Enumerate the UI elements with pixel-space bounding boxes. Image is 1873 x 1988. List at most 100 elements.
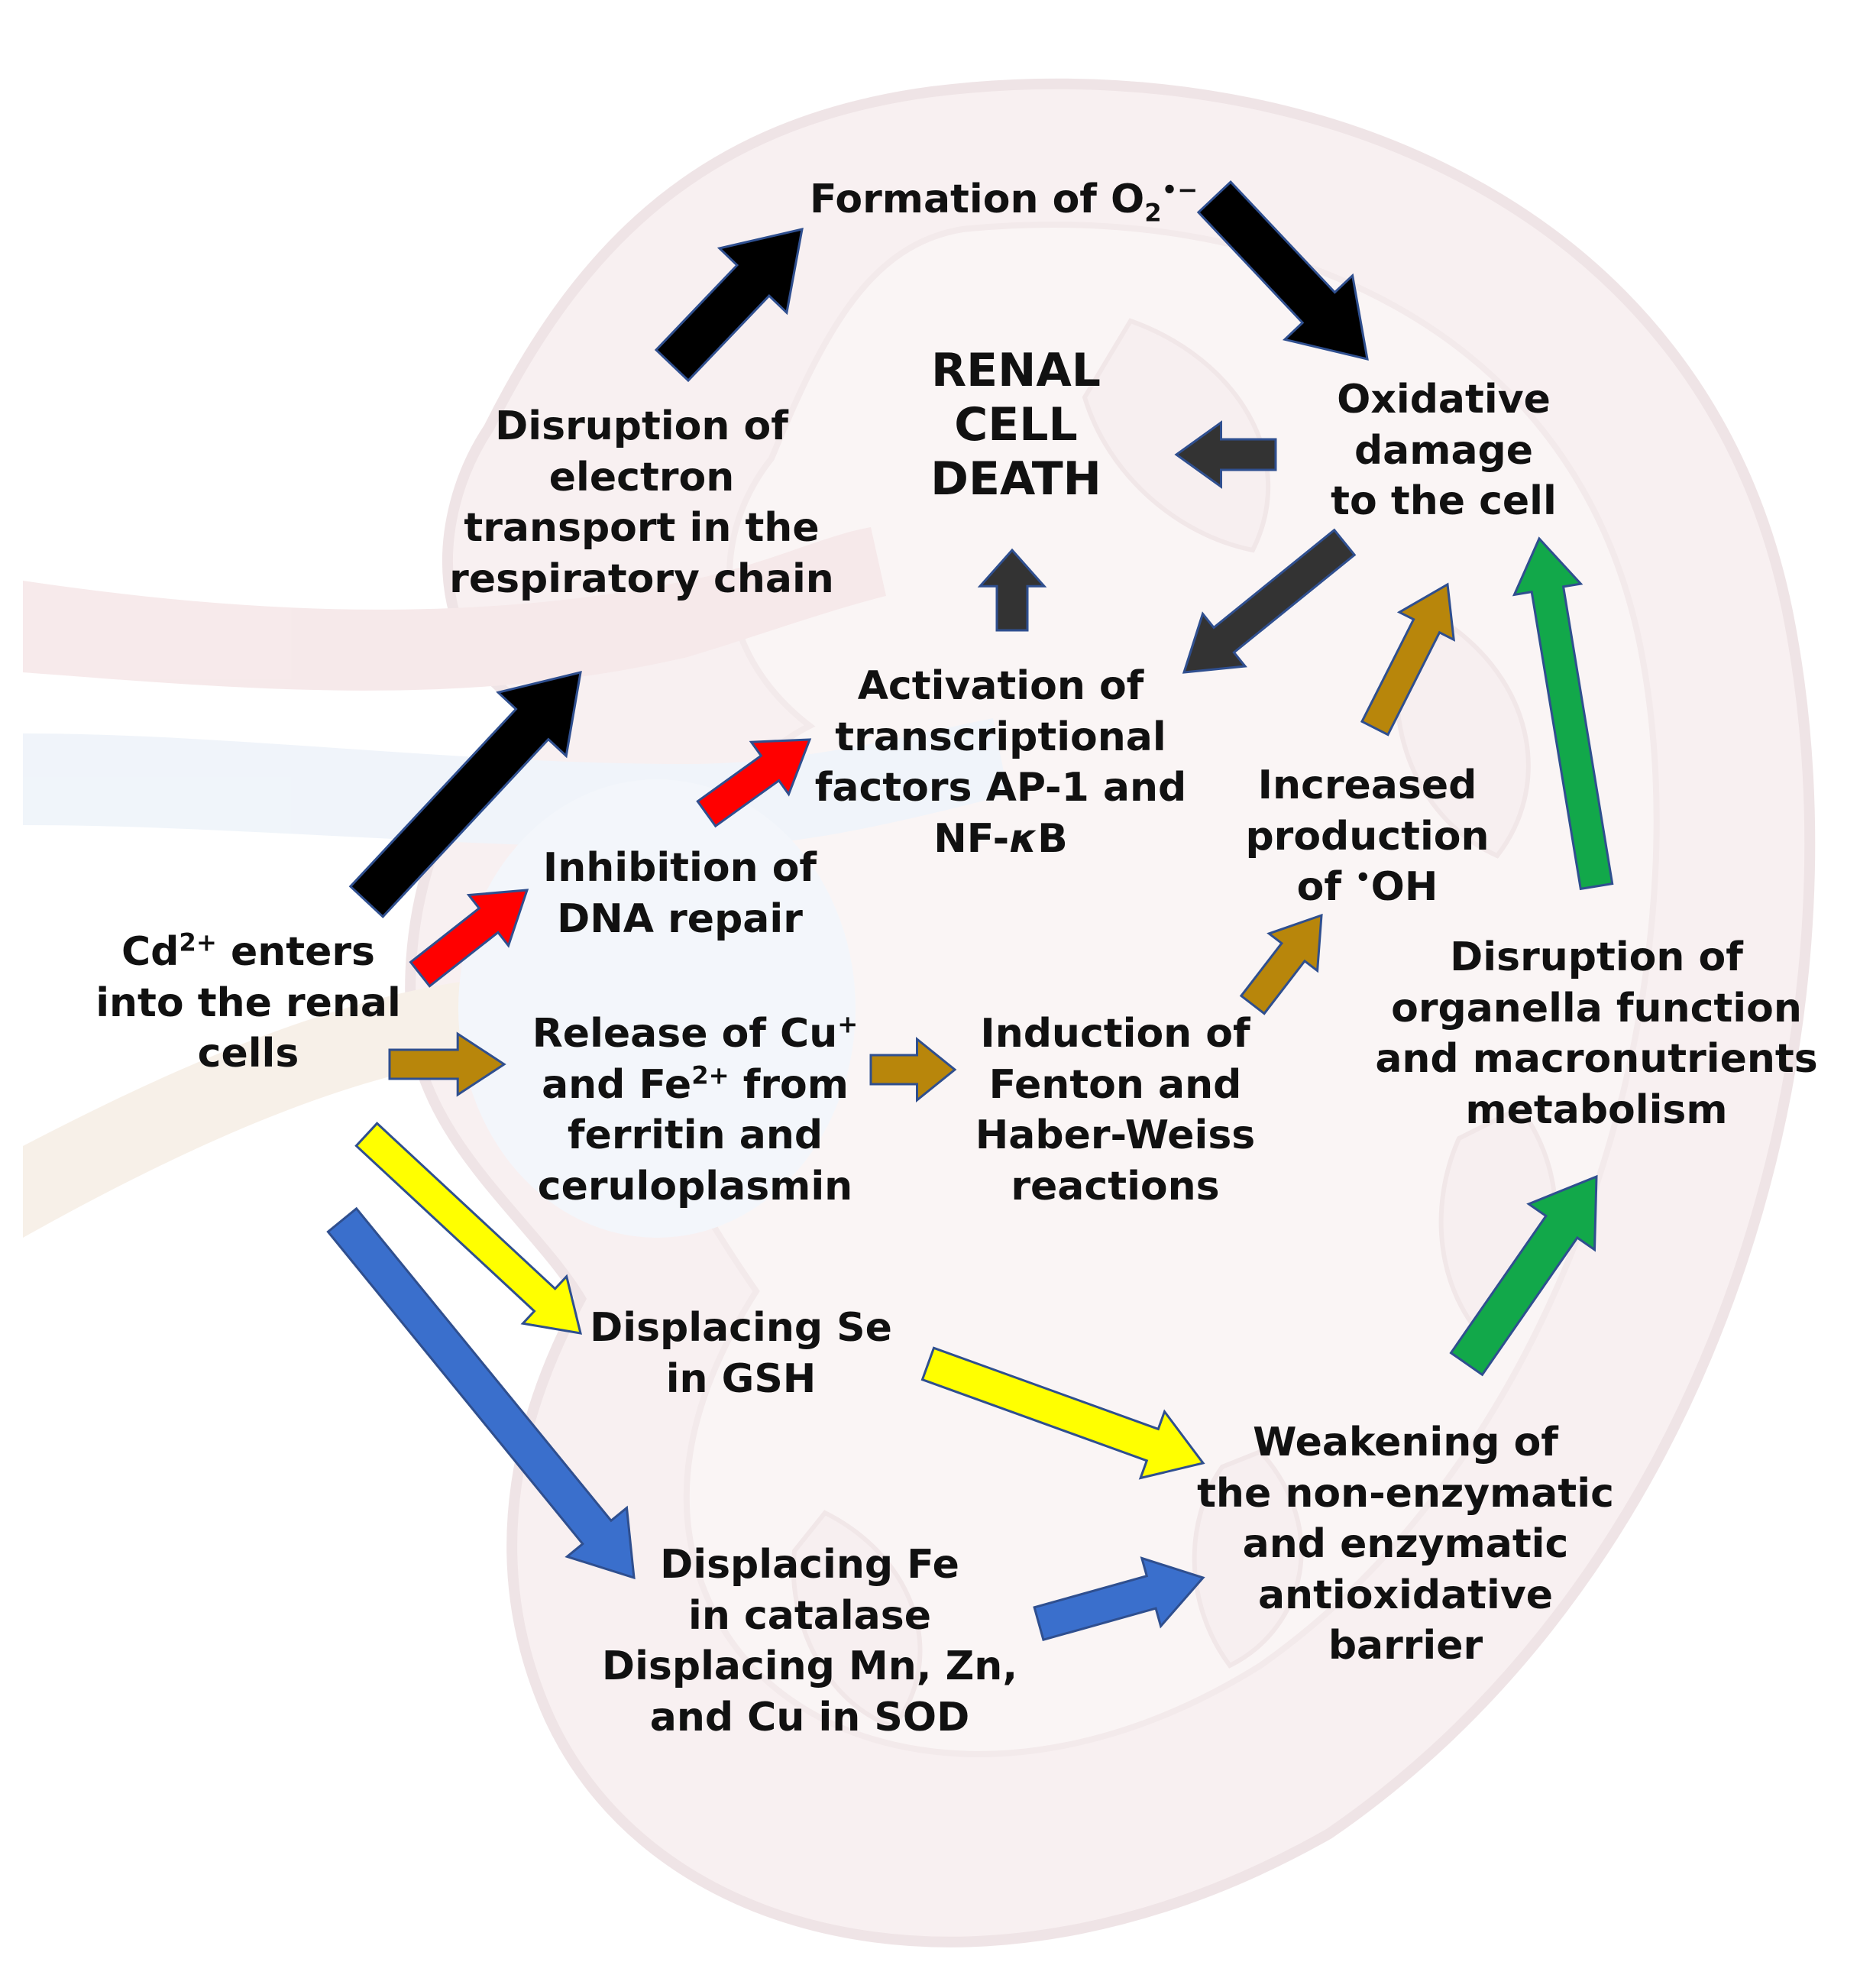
- displacing-fe-line-1: Displacing Fe: [660, 1542, 959, 1588]
- weakening-line-4: antioxidative: [1257, 1572, 1554, 1618]
- formation-superscript: •−: [1161, 175, 1199, 205]
- label-cd-enters: Cd2+ enters into the renal cells: [84, 927, 412, 1080]
- label-release-cu-fe: Release of Cu+ and Fe2+ from ferritin an…: [527, 1009, 863, 1212]
- weakening-line-1: Weakening of: [1253, 1420, 1558, 1465]
- induction-line-4: reactions: [1011, 1163, 1220, 1209]
- release-fe-charge: 2+: [691, 1060, 729, 1090]
- label-formation-superoxide: Formation of O2•−: [810, 174, 1198, 225]
- displacing-se-line-1: Displacing Se: [590, 1305, 892, 1351]
- formation-subscript: 2: [1144, 198, 1162, 228]
- disruption-electron-line-3: transport in the: [464, 505, 820, 552]
- release-line-2: and Fe2+ from: [527, 1060, 863, 1111]
- arrow-induction-to-increased-oh: [1239, 913, 1323, 1015]
- oh-prefix: of: [1296, 864, 1356, 911]
- inhibition-line-2: DNA repair: [557, 895, 803, 942]
- activation-line-2: transcriptional: [835, 714, 1166, 760]
- release-cu-charge: +: [837, 1009, 859, 1039]
- displacing-se-line-2: in GSH: [665, 1355, 817, 1402]
- label-disruption-electron-transport: Disruption of electron transport in the …: [428, 401, 856, 604]
- arrow-oxidative-to-death: [1174, 420, 1277, 489]
- displacing-fe-line-4: and Cu in SOD: [649, 1694, 970, 1740]
- label-oxidative-damage: Oxidative damage to the cell: [1299, 374, 1589, 527]
- cd-charge: 2+: [179, 928, 217, 957]
- ureter: [23, 978, 504, 1238]
- organella-line-2: organella function: [1391, 985, 1802, 1031]
- renal-death-line-2: CELL: [954, 397, 1078, 452]
- arrow-cd-to-displacing-fe: [326, 1206, 636, 1580]
- weakening-line-3: and enzymatic: [1242, 1521, 1569, 1568]
- arrow-cd-to-release: [388, 1031, 506, 1097]
- arrow-displacing-fe-to-weakening: [1033, 1556, 1205, 1642]
- cd-prefix: Cd: [121, 929, 180, 975]
- oxidative-line-1: Oxidative: [1337, 377, 1551, 423]
- renal-artery: [23, 527, 886, 691]
- label-disruption-organella: Disruption of organella function and mac…: [1375, 932, 1818, 1135]
- nfkb-suffix: B: [1037, 815, 1068, 862]
- organella-line-1: Disruption of: [1450, 934, 1743, 980]
- renal-death-line-1: RENAL: [930, 344, 1101, 397]
- cd-line-3: cells: [197, 1031, 299, 1077]
- formation-text: Formation of O: [810, 176, 1145, 222]
- arrow-inhibition-to-activation: [696, 738, 812, 828]
- induction-line-2: Fenton and: [988, 1061, 1242, 1108]
- induction-line-3: Haber-Weiss: [975, 1112, 1256, 1159]
- disruption-electron-line-2: electron: [548, 454, 735, 500]
- label-displacing-se: Displacing Se in GSH: [581, 1303, 901, 1404]
- nfkb-kappa: κ: [1009, 815, 1038, 862]
- disruption-electron-line-1: Disruption of: [495, 403, 788, 449]
- disruption-electron-line-4: respiratory chain: [449, 555, 834, 602]
- inhibition-line-1: Inhibition of: [542, 845, 817, 891]
- cd-line-1: Cd2+ enters: [84, 927, 412, 978]
- activation-line-4: NF-κB: [794, 814, 1207, 865]
- increased-oh-line-3: of •OH: [1237, 862, 1497, 913]
- label-weakening-barrier: Weakening of the non-enzymatic and enzym…: [1192, 1417, 1619, 1672]
- arrow-increased-oh-to-oxidative: [1360, 582, 1456, 737]
- label-inhibition-dna-repair: Inhibition of DNA repair: [519, 843, 840, 944]
- arrow-activation-to-death: [977, 548, 1047, 632]
- weakening-line-2: the non-enzymatic: [1197, 1470, 1614, 1517]
- release-line-3: ferritin and: [567, 1112, 823, 1159]
- label-induction-fenton: Induction of Fenton and Haber-Weiss reac…: [955, 1009, 1276, 1212]
- kidney-background: [23, 78, 1816, 1948]
- release-line-4: ceruloplasmin: [537, 1163, 853, 1209]
- release-line-1: Release of Cu+: [527, 1009, 863, 1060]
- release-l2-text: and Fe: [542, 1061, 692, 1108]
- cd-suffix: enters: [216, 929, 375, 975]
- label-displacing-fe-mn-zn-cu: Displacing Fe in catalase Displacing Mn,…: [596, 1540, 1024, 1743]
- oh-suffix: OH: [1370, 864, 1438, 911]
- label-activation-transcription: Activation of transcriptional factors AP…: [794, 661, 1207, 864]
- oh-radical-dot: •: [1355, 863, 1371, 892]
- release-l2-suffix: from: [729, 1061, 849, 1108]
- organella-line-3: and macronutrients: [1375, 1036, 1818, 1083]
- activation-line-3: factors AP-1 and: [814, 765, 1187, 811]
- arrow-formation-to-oxidative: [1196, 180, 1369, 361]
- arrow-cd-to-displacing-se: [354, 1122, 583, 1335]
- arrow-oxidative-to-activation: [1182, 528, 1357, 674]
- activation-line-1: Activation of: [857, 663, 1144, 709]
- organella-line-4: metabolism: [1465, 1086, 1728, 1133]
- arrow-cd-to-inhibition: [409, 889, 529, 988]
- arrow-release-to-induction: [869, 1036, 957, 1103]
- renal-pelvis: [458, 779, 856, 1238]
- oxidative-line-2: damage: [1354, 427, 1534, 474]
- induction-line-1: Induction of: [980, 1011, 1250, 1057]
- increased-oh-line-1: Increased: [1257, 762, 1477, 808]
- release-l1-text: Release of Cu: [532, 1011, 838, 1057]
- weakening-line-5: barrier: [1328, 1623, 1483, 1669]
- displacing-fe-line-2: in catalase: [688, 1592, 931, 1639]
- oxidative-line-3: to the cell: [1331, 478, 1557, 525]
- displacing-fe-line-3: Displacing Mn, Zn,: [601, 1643, 1018, 1690]
- cd-line-2: into the renal: [95, 979, 401, 1026]
- arrow-displacing-se-to-weakening: [920, 1346, 1205, 1480]
- arrow-weakening-to-organella: [1449, 1174, 1598, 1377]
- renal-death-line-3: DEATH: [930, 452, 1101, 506]
- label-increased-oh: Increased production of •OH: [1237, 760, 1497, 913]
- arrow-organella-to-oxidative: [1512, 536, 1614, 891]
- nfkb-prefix: NF-: [933, 815, 1010, 862]
- label-renal-cell-death: RENAL CELL DEATH: [863, 344, 1169, 506]
- arrow-cd-to-electron-disruption: [348, 671, 582, 918]
- increased-oh-line-2: production: [1245, 813, 1490, 860]
- arrow-electron-to-formation: [654, 228, 804, 383]
